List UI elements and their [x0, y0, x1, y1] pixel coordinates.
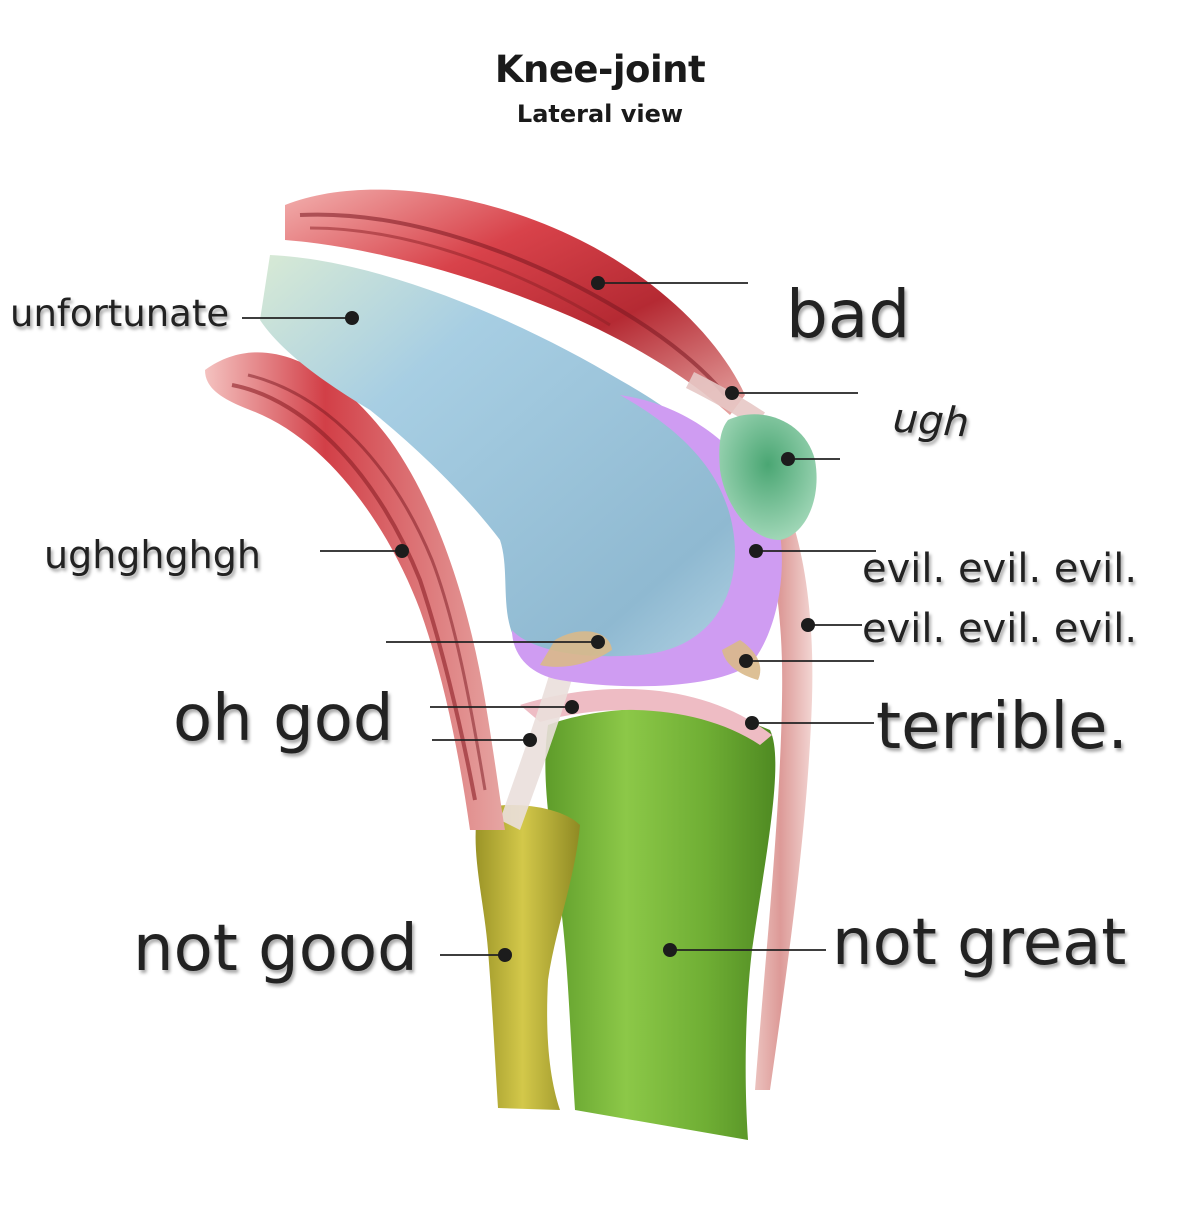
- diagram-title: Knee-joint: [494, 48, 706, 91]
- label-ugh: ugh: [891, 395, 971, 447]
- femoral-cartilage: [512, 395, 782, 687]
- femur-bone: [260, 255, 746, 676]
- patellar-tendon: [748, 470, 813, 1090]
- diagram-subtitle: Lateral view: [516, 100, 684, 128]
- label-evil-1: evil. evil. evil.: [862, 546, 1138, 592]
- patella-bone: [719, 414, 817, 540]
- label-oh-god: oh god: [173, 682, 394, 756]
- tibia-bone: [545, 708, 776, 1140]
- label-unfortunate: unfortunate: [10, 292, 230, 335]
- label-not-great: not great: [832, 906, 1127, 980]
- leader-dots: [345, 276, 815, 962]
- label-evil-2: evil. evil. evil.: [862, 606, 1138, 652]
- quadriceps-muscle: [285, 189, 745, 415]
- label-bad: bad: [786, 276, 911, 353]
- label-terrible: terrible.: [876, 690, 1128, 764]
- hamstring-muscle: [205, 352, 505, 830]
- tibial-plateau: [520, 688, 772, 745]
- leader-lines: [242, 282, 876, 956]
- label-not-good: not good: [133, 912, 418, 986]
- label-ughghghgh: ughghghgh: [44, 533, 261, 577]
- fibula-bone: [475, 805, 580, 1110]
